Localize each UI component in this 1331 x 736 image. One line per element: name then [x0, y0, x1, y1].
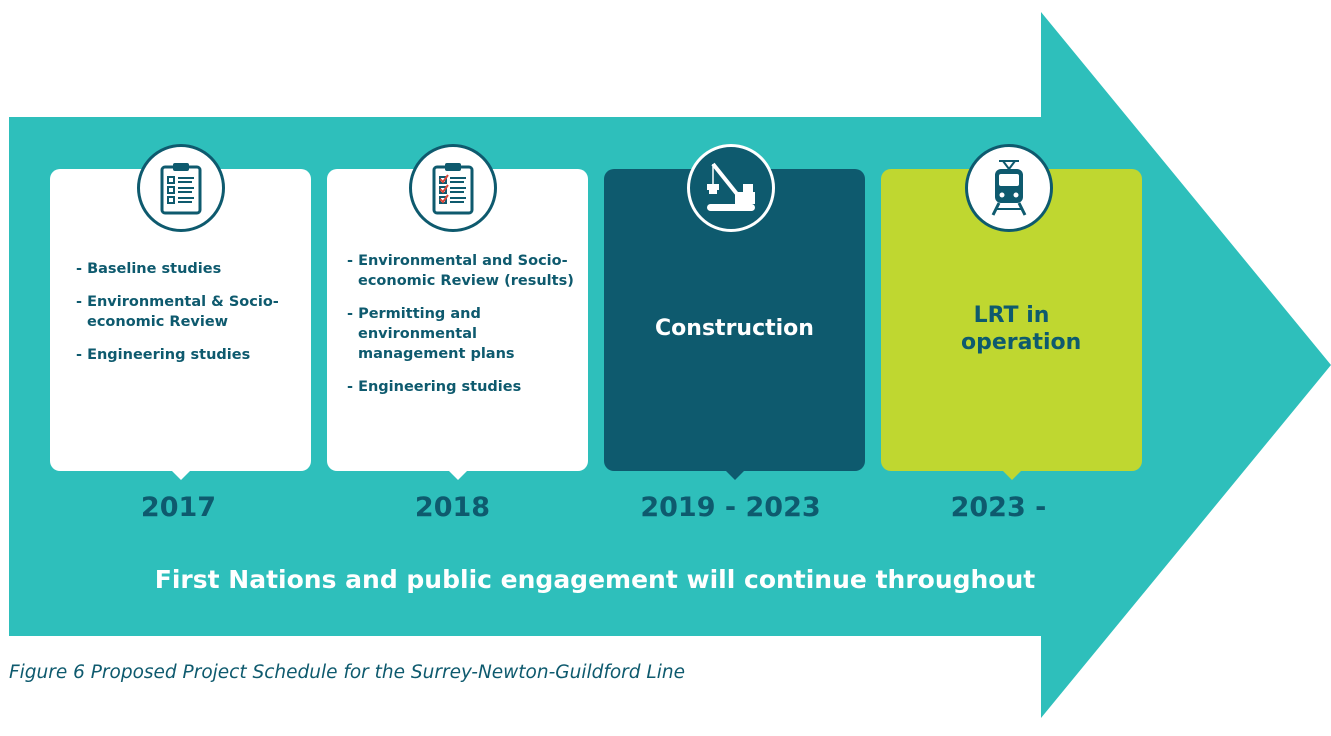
- phase-year-2017: 2017: [140, 492, 217, 523]
- list-item: - Engineering studies: [76, 347, 251, 363]
- phase-items-2018: - Environmental and Socio-economic Revie…: [347, 251, 577, 410]
- crane-icon: [707, 162, 755, 211]
- phase-card-operation: LRT in operation: [881, 169, 1142, 480]
- engagement-note: First Nations and public engagement will…: [154, 565, 1036, 594]
- list-item: - Environmental and Socio-economic Revie…: [347, 253, 574, 289]
- figure-caption: Figure 6 Proposed Project Schedule for t…: [9, 662, 685, 683]
- phase-badge-operation: [965, 144, 1053, 232]
- phase-badge-construction: [687, 144, 775, 232]
- phase-title-construction: Construction: [655, 316, 814, 341]
- light-rail-train-icon: [991, 160, 1027, 216]
- list-item: - Environmental & Socio-economic Review: [76, 294, 279, 330]
- list-item: - Baseline studies: [76, 261, 222, 277]
- phase-badge-2018: [409, 144, 497, 232]
- clipboard-checked-icon: [432, 163, 474, 215]
- phase-items-2017: - Baseline studies - Environmental & Soc…: [76, 259, 298, 378]
- phase-card-2017: - Baseline studies - Environmental & Soc…: [50, 169, 311, 480]
- phase-title-operation: LRT in operation: [961, 303, 1082, 355]
- clipboard-checklist-icon: [160, 163, 202, 215]
- phase-year-operation: 2023 -: [950, 492, 1047, 523]
- phase-year-construction: 2019 - 2023: [640, 492, 821, 523]
- phase-badge-2017: [137, 144, 225, 232]
- phase-year-2018: 2018: [414, 492, 491, 523]
- list-item: - Engineering studies: [347, 379, 522, 395]
- list-item: - Permitting and environmental managemen…: [347, 306, 515, 362]
